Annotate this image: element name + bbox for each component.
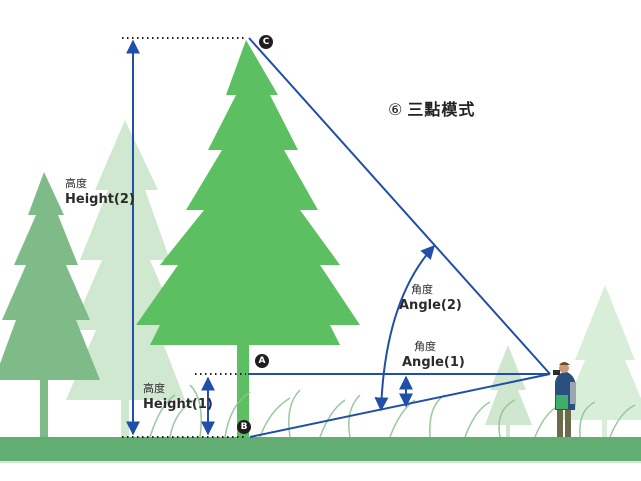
height1-label-en: Height(1)	[143, 397, 213, 412]
background-tree-small-icon	[485, 345, 532, 437]
ground	[0, 437, 641, 462]
mode-number: ⑥	[388, 100, 404, 119]
mode-name: 三點模式	[407, 100, 476, 119]
angle1-label-en: Angle(1)	[402, 355, 465, 370]
angle1-label: 角度 Angle(1)	[402, 341, 465, 369]
height2-label-cjk: 高度	[65, 177, 87, 190]
measurement-lines	[126, 37, 551, 438]
background-tree-left-icon	[0, 172, 100, 437]
angle1-label-cjk: 角度	[414, 340, 436, 353]
background-tree-light-icon	[66, 120, 185, 437]
height2-label: 高度 Height(2)	[65, 178, 135, 206]
point-a-marker: A	[255, 354, 269, 368]
angle2-label: 角度 Angle(2)	[399, 284, 462, 312]
height1-label-cjk: 高度	[143, 382, 165, 395]
main-tree-icon	[136, 40, 360, 437]
angle2-label-en: Angle(2)	[399, 298, 462, 313]
dotted-guides	[122, 37, 247, 438]
background-tree-right-icon	[560, 285, 641, 437]
angle2-label-cjk: 角度	[411, 283, 433, 296]
height2-label-en: Height(2)	[65, 192, 135, 207]
person-with-binoculars-icon	[553, 362, 576, 437]
point-c-marker: C	[259, 35, 273, 49]
point-b-marker: B	[237, 420, 251, 434]
height1-label: 高度 Height(1)	[143, 383, 213, 411]
